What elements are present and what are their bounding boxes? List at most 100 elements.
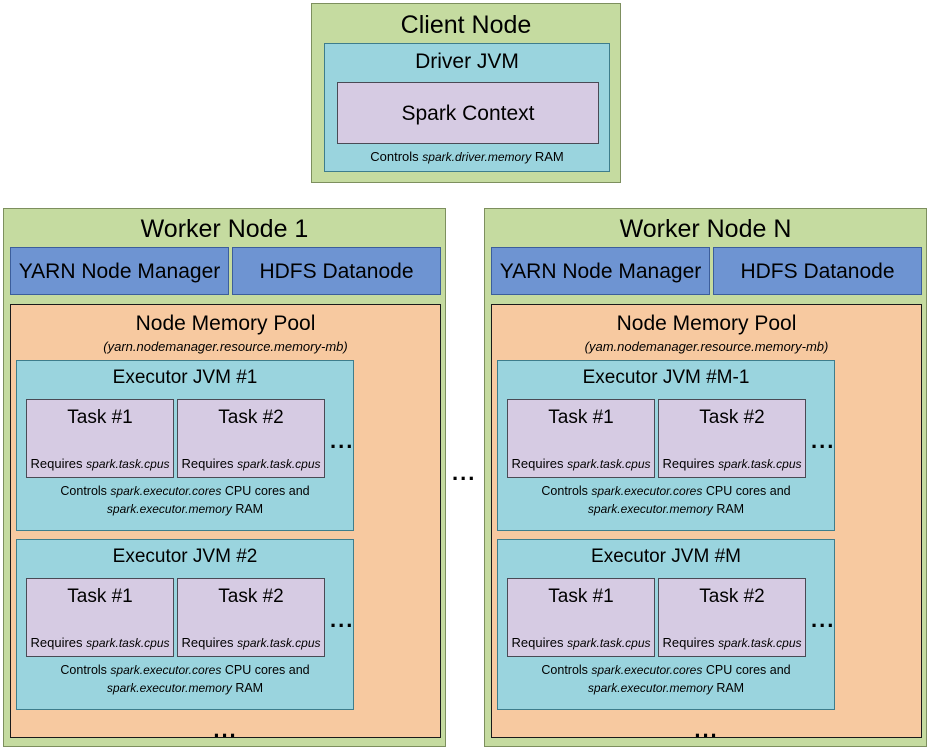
- worker-1-executor-1-label: Executor JVM #1: [112, 367, 258, 388]
- worker-1-exec-2-task-2-label: Task #2: [218, 586, 284, 607]
- requires-config: spark.task.cpus: [86, 636, 170, 650]
- worker-n-exec-2-task-2-requires: Requires spark.task.cpus: [659, 635, 805, 651]
- worker-n-hdfs-datanode-label: HDFS Datanode: [740, 260, 895, 283]
- requires-prefix: Requires: [181, 635, 234, 650]
- requires-config: spark.task.cpus: [237, 636, 321, 650]
- controls-memory-suffix: RAM: [235, 502, 264, 516]
- worker-1-exec-2-note-line1: Controls spark.executor.cores CPU cores …: [17, 662, 353, 678]
- driver-note-prefix: Controls: [370, 149, 419, 164]
- spark-context: Spark Context: [337, 82, 599, 144]
- worker-n-exec-1-note-line1: Controls spark.executor.cores CPU cores …: [498, 483, 834, 499]
- requires-config: spark.task.cpus: [237, 457, 321, 471]
- worker-n-node-memory-pool: Node Memory Pool (yam.nodemanager.resour…: [491, 304, 922, 742]
- worker-1-exec-1-task-2-label: Task #2: [218, 407, 284, 428]
- driver-jvm: Driver JVM Spark Context Controls spark.…: [324, 43, 610, 172]
- worker-n-executor-2-task-1: Task #1 Requires spark.task.cpus: [507, 578, 655, 657]
- worker-n-yarn-node-manager: YARN Node Manager: [491, 247, 710, 295]
- worker-n-executor-m: Executor JVM #M Task #1 Requires spark.t…: [497, 539, 835, 710]
- requires-prefix: Requires: [511, 635, 564, 650]
- controls-prefix: Controls: [541, 484, 588, 498]
- spark-context-label: Spark Context: [401, 102, 535, 125]
- worker-1-exec-2-task-1-requires: Requires spark.task.cpus: [27, 635, 173, 651]
- worker-node-n-label: Worker Node N: [619, 215, 792, 243]
- worker-n-exec-2-note-line1: Controls spark.executor.cores CPU cores …: [498, 662, 834, 678]
- worker-1-memory-pool-label: Node Memory Pool: [135, 312, 316, 335]
- client-node: Client Node Driver JVM Spark Context Con…: [311, 3, 621, 183]
- controls-memory-suffix: RAM: [235, 681, 264, 695]
- controls-memory-suffix: RAM: [716, 502, 745, 516]
- worker-n-exec-2-task-2-label: Task #2: [699, 586, 765, 607]
- worker-n-executor-m-label: Executor JVM #M: [591, 546, 741, 567]
- requires-prefix: Requires: [511, 456, 564, 471]
- requires-config: spark.task.cpus: [567, 457, 651, 471]
- worker-1-exec-2-task-2-requires: Requires spark.task.cpus: [178, 635, 324, 651]
- worker-n-exec-1-task-1-requires: Requires spark.task.cpus: [508, 456, 654, 472]
- worker-1-executor-1: Executor JVM #1 Task #1 Requires spark.t…: [16, 360, 354, 531]
- controls-cores-config: spark.executor.cores: [591, 484, 703, 498]
- driver-jvm-label: Driver JVM: [415, 50, 519, 73]
- worker-1-yarn-node-manager: YARN Node Manager: [10, 247, 229, 295]
- driver-note-config: spark.driver.memory: [422, 150, 532, 164]
- requires-config: spark.task.cpus: [567, 636, 651, 650]
- worker-1-exec-1-tasks-ellipsis: ...: [330, 428, 355, 453]
- requires-config: spark.task.cpus: [718, 457, 802, 471]
- requires-config: spark.task.cpus: [86, 457, 170, 471]
- worker-n-executor-1-task-1: Task #1 Requires spark.task.cpus: [507, 399, 655, 478]
- controls-suffix: CPU cores and: [224, 663, 310, 677]
- worker-n-hdfs-datanode: HDFS Datanode: [713, 247, 922, 295]
- worker-n-executor-m-minus-1-label: Executor JVM #M-1: [582, 367, 750, 388]
- worker-1-yarn-node-manager-label: YARN Node Manager: [18, 260, 221, 283]
- worker-1-exec-1-task-1-requires: Requires spark.task.cpus: [27, 456, 173, 472]
- worker-node-1-label: Worker Node 1: [140, 215, 309, 243]
- worker-n-executors-ellipsis: ...: [694, 717, 719, 742]
- worker-n-exec-1-task-2-requires: Requires spark.task.cpus: [659, 456, 805, 472]
- requires-prefix: Requires: [662, 635, 715, 650]
- worker-n-yarn-node-manager-label: YARN Node Manager: [499, 260, 702, 283]
- controls-prefix: Controls: [541, 663, 588, 677]
- controls-cores-config: spark.executor.cores: [110, 484, 222, 498]
- worker-n-executor-m-minus-1: Executor JVM #M-1 Task #1 Requires spark…: [497, 360, 835, 531]
- workers-ellipsis: ...: [452, 460, 477, 485]
- controls-suffix: CPU cores and: [705, 663, 791, 677]
- worker-n-memory-pool-label: Node Memory Pool: [616, 312, 797, 335]
- worker-1-exec-2-tasks-ellipsis: ...: [330, 607, 355, 632]
- worker-1-executor-2: Executor JVM #2 Task #1 Requires spark.t…: [16, 539, 354, 710]
- worker-n-exec-2-task-1-label: Task #1: [548, 586, 614, 607]
- worker-n-exec-1-task-2-label: Task #2: [699, 407, 765, 428]
- driver-memory-note: Controls spark.driver.memory RAM: [325, 149, 609, 165]
- requires-prefix: Requires: [662, 456, 715, 471]
- worker-1-exec-1-task-1-label: Task #1: [67, 407, 133, 428]
- requires-prefix: Requires: [181, 456, 234, 471]
- requires-prefix: Requires: [30, 456, 83, 471]
- worker-1-exec-2-note-line2: spark.executor.memory RAM: [17, 680, 353, 696]
- controls-cores-config: spark.executor.cores: [110, 663, 222, 677]
- worker-n-exec-2-note-line2: spark.executor.memory RAM: [498, 680, 834, 696]
- worker-1-executor-2-task-2: Task #2 Requires spark.task.cpus: [177, 578, 325, 657]
- worker-n-executor-2-task-2: Task #2 Requires spark.task.cpus: [658, 578, 806, 657]
- client-node-label: Client Node: [400, 11, 532, 39]
- worker-1-exec-1-note-line1: Controls spark.executor.cores CPU cores …: [17, 483, 353, 499]
- worker-1-executor-2-label: Executor JVM #2: [112, 546, 258, 567]
- controls-memory-suffix: RAM: [716, 681, 745, 695]
- worker-1-exec-1-task-2-requires: Requires spark.task.cpus: [178, 456, 324, 472]
- controls-prefix: Controls: [60, 663, 107, 677]
- worker-1-hdfs-datanode: HDFS Datanode: [232, 247, 441, 295]
- controls-memory-config: spark.executor.memory: [587, 502, 713, 516]
- requires-prefix: Requires: [30, 635, 83, 650]
- worker-1-executor-1-task-2: Task #2 Requires spark.task.cpus: [177, 399, 325, 478]
- worker-1-executor-2-task-1: Task #1 Requires spark.task.cpus: [26, 578, 174, 657]
- worker-1-exec-1-note-line2: spark.executor.memory RAM: [17, 501, 353, 517]
- worker-1-hdfs-datanode-label: HDFS Datanode: [259, 260, 414, 283]
- worker-node-n: Worker Node N YARN Node Manager HDFS Dat…: [484, 208, 927, 747]
- worker-n-exec-2-task-1-requires: Requires spark.task.cpus: [508, 635, 654, 651]
- controls-memory-config: spark.executor.memory: [106, 681, 232, 695]
- controls-suffix: CPU cores and: [224, 484, 310, 498]
- controls-suffix: CPU cores and: [705, 484, 791, 498]
- worker-1-executor-1-task-1: Task #1 Requires spark.task.cpus: [26, 399, 174, 478]
- worker-1-memory-pool-config: (yarn.nodemanager.resource.memory-mb): [103, 339, 348, 354]
- driver-note-suffix: RAM: [534, 149, 564, 164]
- controls-memory-config: spark.executor.memory: [106, 502, 232, 516]
- controls-prefix: Controls: [60, 484, 107, 498]
- worker-1-executors-ellipsis: ...: [213, 717, 238, 742]
- worker-n-exec-1-note-line2: spark.executor.memory RAM: [498, 501, 834, 517]
